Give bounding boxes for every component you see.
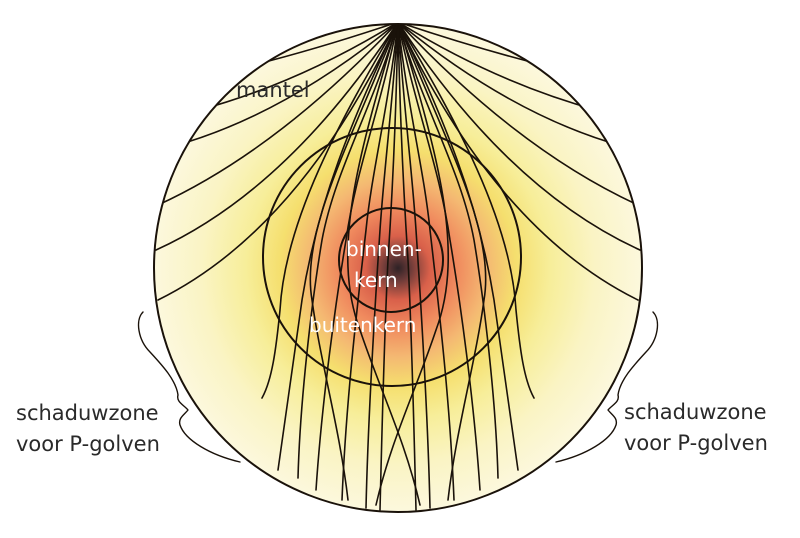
ray-path bbox=[261, 24, 399, 399]
ray-path bbox=[309, 24, 399, 501]
ray-path bbox=[397, 24, 499, 479]
ray-path bbox=[297, 24, 399, 479]
ray-path bbox=[397, 24, 639, 301]
shadow-zone-brace-left bbox=[137, 311, 241, 463]
shadow-zone-right-label-line2: voor P-golven bbox=[624, 431, 768, 455]
ray-path bbox=[157, 24, 399, 206]
ray-path bbox=[155, 24, 399, 251]
ray-path bbox=[397, 24, 417, 511]
inner-core-label-line1: binnen- bbox=[346, 237, 422, 261]
ray-path bbox=[277, 24, 399, 471]
earth-surface bbox=[153, 23, 643, 513]
earth bbox=[154, 24, 642, 512]
ray-path bbox=[397, 24, 455, 501]
ray-path bbox=[173, 24, 399, 147]
mantle-label: mantel bbox=[236, 78, 310, 102]
ray-path bbox=[375, 24, 450, 506]
ray-path bbox=[397, 24, 519, 471]
shadow-zone-left-label-line2: voor P-golven bbox=[16, 432, 160, 456]
shadow-zone-right-label-line1: schaduwzone bbox=[624, 400, 767, 424]
labels: mantel binnen- kern buitenkern schaduwzo… bbox=[16, 78, 768, 456]
ray-path bbox=[315, 24, 399, 491]
outer-core-label: buitenkern bbox=[309, 313, 416, 337]
inner-core-boundary bbox=[338, 207, 444, 313]
shadow-zone-braces bbox=[137, 311, 659, 463]
ray-path bbox=[379, 24, 399, 511]
ray-path bbox=[397, 24, 487, 501]
ray-path bbox=[397, 24, 535, 399]
ray-path bbox=[397, 24, 623, 147]
ray-path bbox=[346, 24, 421, 506]
ray-path bbox=[397, 24, 481, 491]
outer-core-boundary bbox=[262, 127, 522, 387]
ray-path bbox=[341, 24, 399, 501]
ray-path bbox=[397, 24, 641, 251]
seismic-rays bbox=[155, 24, 641, 511]
ray-path bbox=[397, 24, 639, 206]
inner-core-label-line2: kern bbox=[354, 268, 398, 292]
ray-path bbox=[157, 24, 399, 301]
shadow-zone-left-label-line1: schaduwzone bbox=[16, 401, 159, 425]
layer-boundaries bbox=[153, 23, 643, 513]
mantle-region bbox=[154, 24, 642, 512]
ray-path bbox=[365, 24, 399, 509]
shadow-zone-brace-right bbox=[555, 311, 659, 463]
ray-path bbox=[397, 24, 431, 509]
